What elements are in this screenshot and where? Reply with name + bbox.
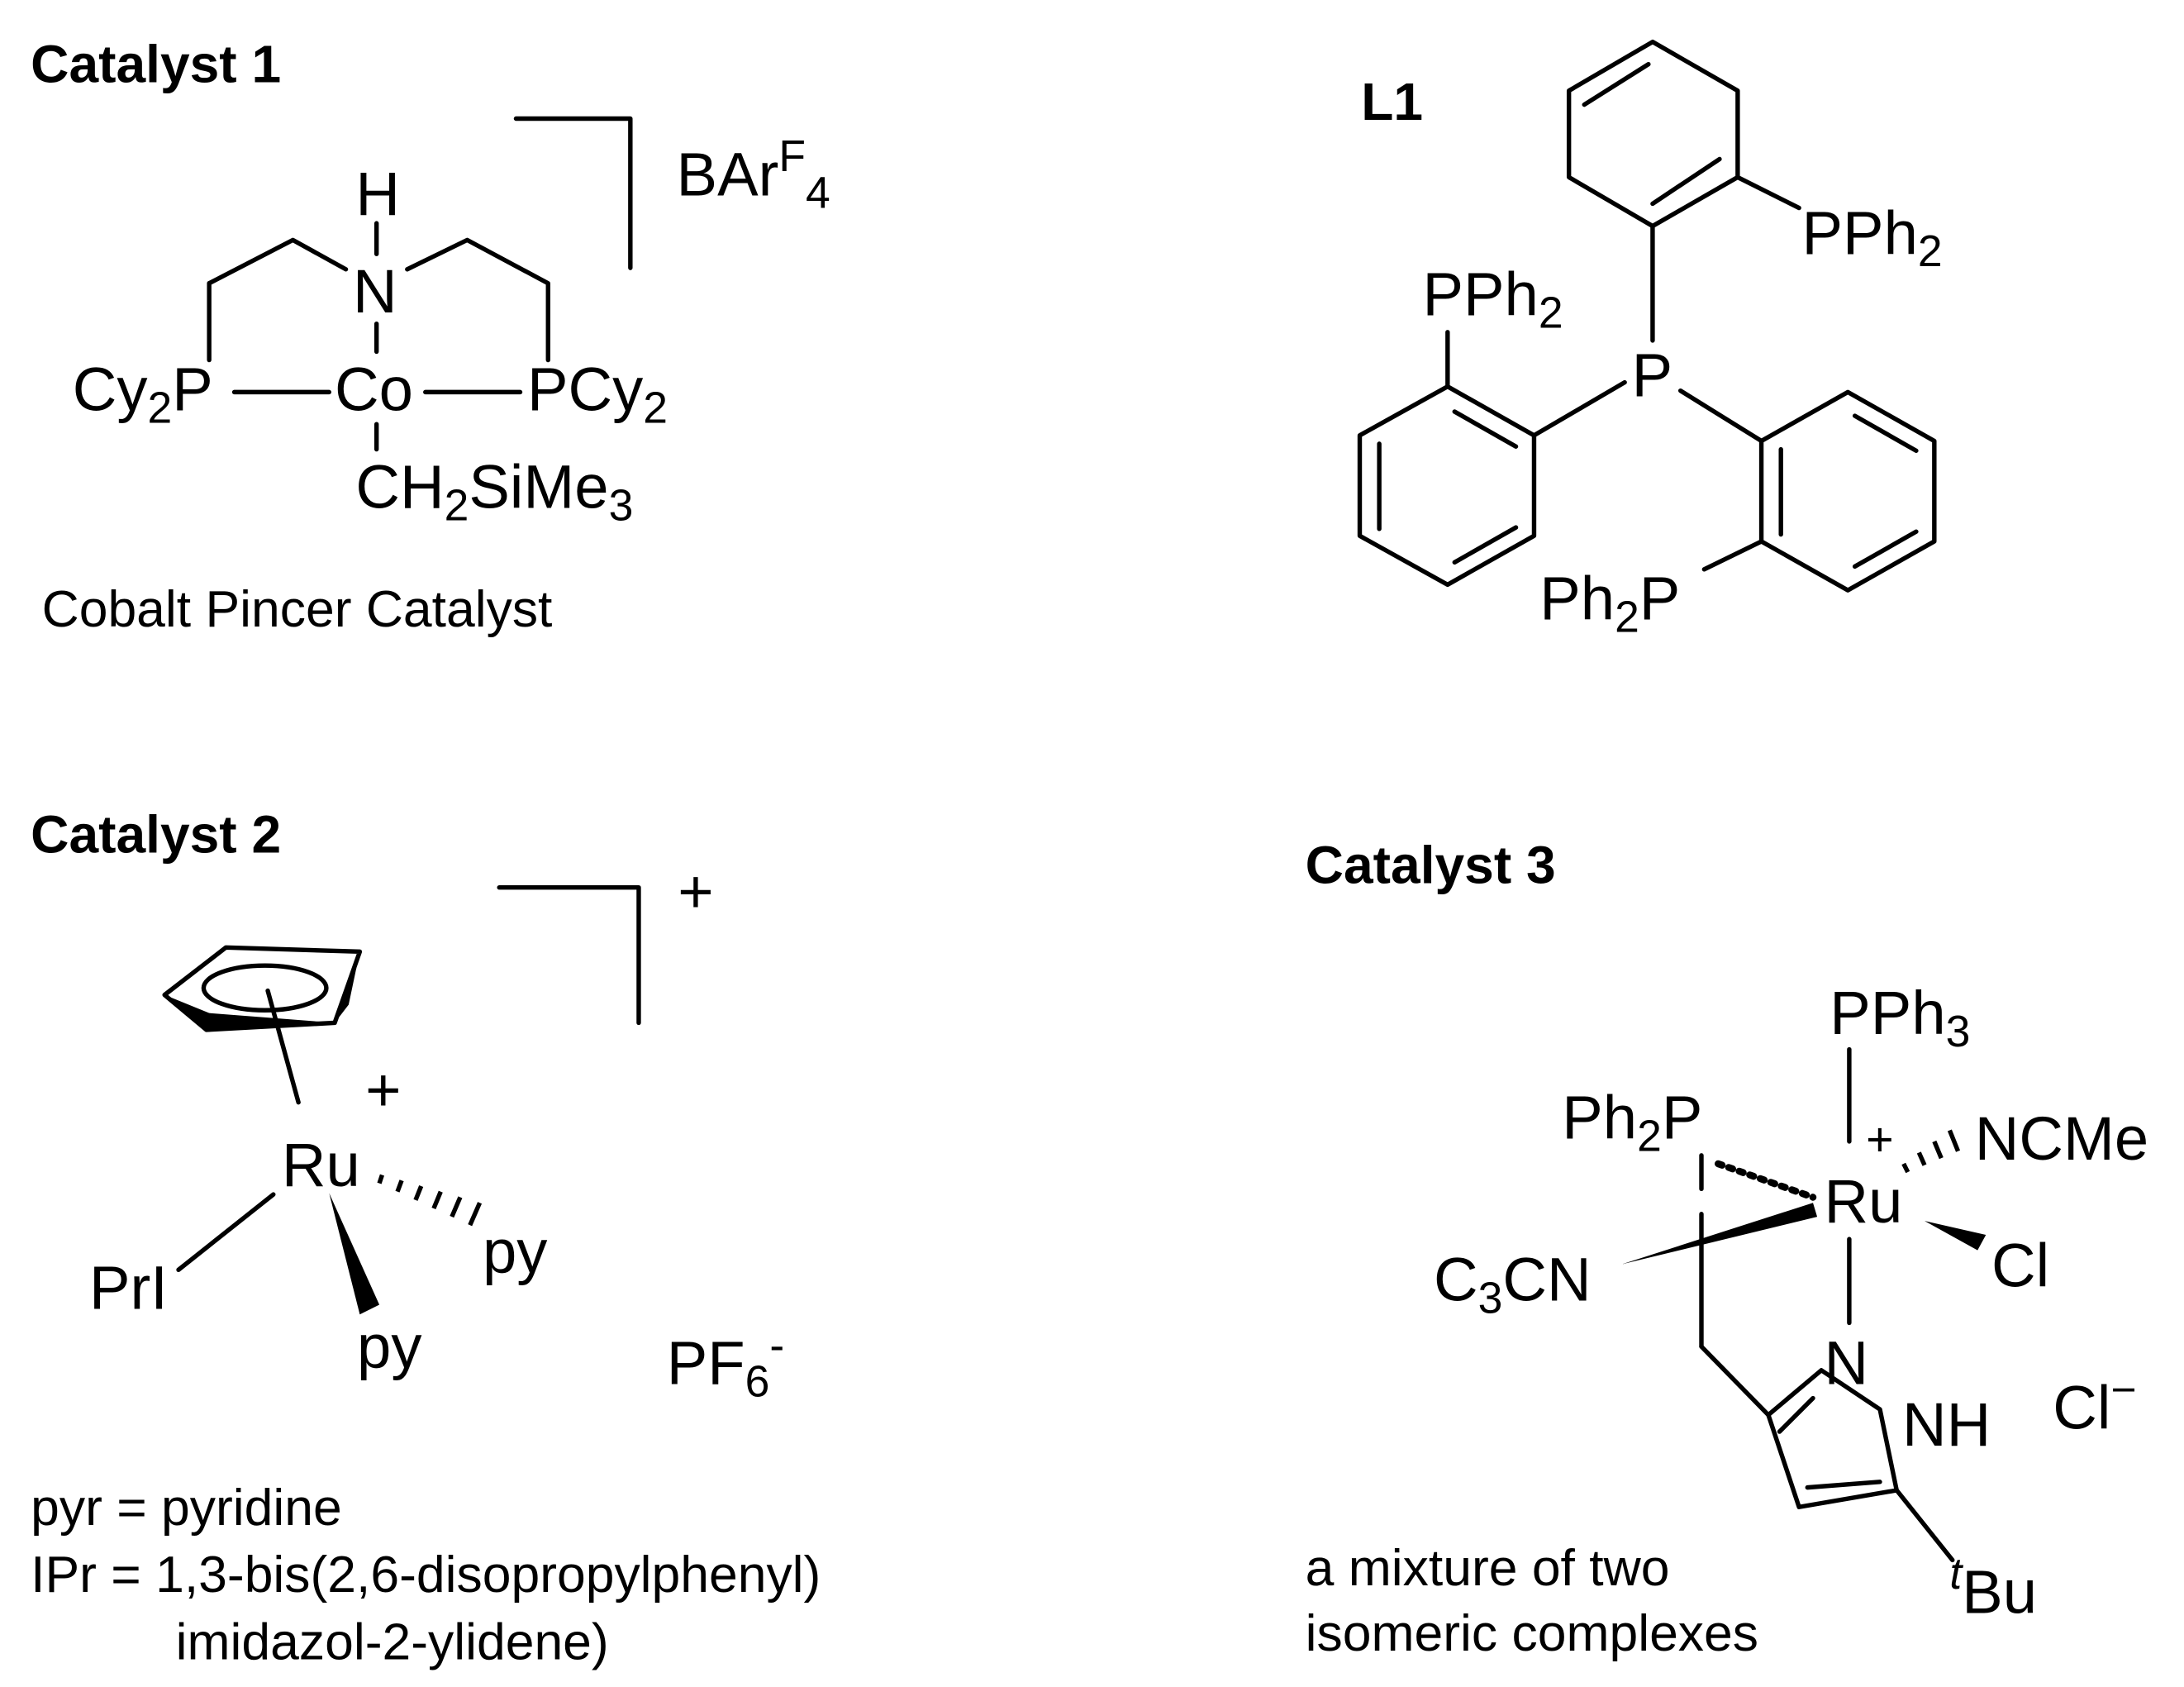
catalyst2-bonds (162, 884, 641, 1272)
catalyst2-note-3: imidazol-2-ylidene) (175, 1613, 609, 1670)
atom-pph3: PPh3 (1830, 979, 1971, 1056)
ru-ncme-hash (1901, 1129, 1961, 1174)
catalyst2-counterion: PF6- (666, 1319, 785, 1407)
catalyst2-note-2: IPr = 1,3-bis(2,6-disopropylphenyl) (31, 1546, 821, 1604)
ru-cl-wedge (1925, 1221, 1987, 1251)
cp-front-wedge (164, 994, 335, 1030)
catalyst3-charge: + (1866, 1113, 1894, 1167)
atom-pph2-left: PPh2 (1422, 260, 1563, 338)
atom-n: N (352, 258, 397, 327)
catalyst1-caption: Cobalt Pincer Catalyst (41, 580, 553, 638)
atom-co: Co (335, 355, 413, 425)
atom-nh: NH (1902, 1391, 1991, 1460)
ligand-title: L1 (1361, 74, 1424, 133)
atom-ru-3: Ru (1824, 1168, 1903, 1237)
atom-pph2-top: PPh2 (1801, 199, 1943, 277)
atom-ph2p-bottom: Ph2P (1539, 565, 1681, 642)
catalyst1-title: Catalyst 1 (31, 36, 282, 95)
catalyst1-counterion: BArF4 (676, 130, 830, 218)
atom-cl-ligand: Cl (1991, 1232, 2050, 1301)
atom-ncme: NCMe (1974, 1105, 2149, 1174)
catalyst2-note-1: pyr = pyridine (31, 1479, 342, 1537)
atom-py-bottom: py (357, 1313, 422, 1382)
atom-ru: Ru (281, 1132, 360, 1200)
catalyst3-caption-2: isomeric complexes (1305, 1604, 1758, 1662)
ligand-bonds (1357, 39, 1937, 593)
catalyst2-charge-outer: + (678, 858, 714, 927)
atom-ch2sime3: CH2SiMe3 (355, 453, 634, 531)
atom-tbu: tBu (1949, 1548, 2038, 1627)
atom-h: H (355, 160, 401, 229)
ru-c3cn-wedge (1621, 1203, 1818, 1265)
catalyst3-bonds (1699, 1046, 1955, 1563)
atom-n-ring: N (1824, 1329, 1869, 1399)
catalyst3-title: Catalyst 3 (1305, 836, 1556, 896)
ru-py-wedge (329, 1193, 380, 1315)
catalyst2-charge-metal: + (365, 1056, 402, 1125)
catalyst3-caption-1: a mixture of two (1305, 1539, 1670, 1597)
atom-c3cn: C3CN (1433, 1246, 1592, 1323)
atom-ph2p: Ph2P (1562, 1084, 1703, 1161)
catalyst2-title: Catalyst 2 (31, 806, 282, 865)
atom-p-center: P (1631, 341, 1673, 411)
atom-pcy2: PCy2 (526, 355, 668, 433)
atom-py-right: py (482, 1218, 548, 1287)
catalyst1-bonds (207, 116, 633, 452)
catalyst3-counterion: Cl− (2053, 1364, 2137, 1443)
atom-iprl: PrI (89, 1254, 168, 1323)
atom-cy2p: Cy2P (72, 355, 213, 433)
ru-py-hash (377, 1174, 483, 1227)
